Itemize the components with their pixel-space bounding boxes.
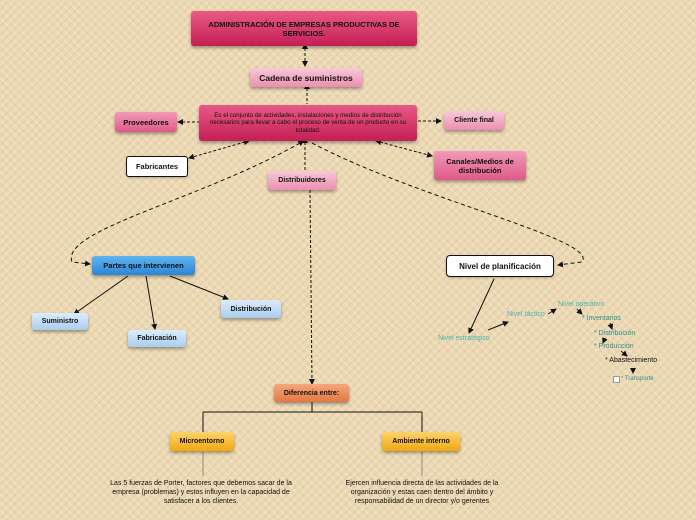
definicion-node[interactable]: Es el conjunto de actividades, instalaci…: [199, 105, 417, 141]
nivel-node[interactable]: Nivel de planificación: [446, 255, 554, 277]
fabricantes-node[interactable]: Fabricantes: [126, 156, 188, 177]
link-inventarios-distribucion: [607, 322, 614, 330]
link-distribucion-produccion: [602, 337, 608, 344]
micro-node[interactable]: Microentorno: [170, 432, 234, 451]
cadena-text: Cadena de suministros: [259, 72, 353, 83]
canales-node[interactable]: Canales/Medios de distribución: [434, 151, 526, 180]
diferencia-text: Diferencia entre:: [283, 389, 340, 397]
distribuidores-node[interactable]: Distribuidores: [268, 171, 336, 190]
link-partes-suministro: [73, 275, 129, 315]
link-partes-fabricacion: [145, 275, 158, 330]
interno-node[interactable]: Ambiente interno: [382, 432, 460, 451]
link-nivel-estrategico: [468, 278, 495, 334]
link-def-canales: [375, 139, 433, 158]
cadena-node[interactable]: Cadena de suministros: [250, 68, 362, 87]
nivel-text: Nivel de planificación: [459, 261, 541, 271]
nivel-item-distribucion[interactable]: * Distribución: [594, 330, 636, 337]
suministro-text: Suministro: [41, 318, 79, 325]
micro-text: Microentorno: [179, 438, 225, 445]
cliente-final-text: Cliente final: [454, 117, 494, 124]
fabricacion-node[interactable]: Fabricación: [128, 330, 186, 347]
transporte-checkbox[interactable]: [613, 376, 620, 383]
nivel-operativo[interactable]: Nivel operativo: [558, 301, 605, 308]
diferencia-node[interactable]: Diferencia entre:: [274, 384, 349, 402]
nivel-tactico[interactable]: Nivel táctico: [507, 311, 545, 318]
canales-text: Canales/Medios de distribución: [446, 156, 514, 175]
nivel-item-transporte[interactable]: * Transporte: [621, 376, 654, 382]
link-tactico-operativo: [547, 308, 557, 315]
nivel-estrategico[interactable]: Nivel estratégico: [438, 335, 490, 342]
interno-description: Ejercen influencia directa de las activi…: [345, 480, 499, 505]
link-estrategico-tactico: [487, 321, 509, 331]
partes-text: Partes que intervienen: [103, 261, 184, 270]
link-def-diferencia: [308, 189, 315, 385]
proveedores-node[interactable]: Proveedores: [115, 112, 177, 132]
partes-node[interactable]: Partes que intervienen: [92, 256, 195, 275]
title-text: ADMINISTRACIÓN DE EMPRESAS PRODUCTIVAS D…: [208, 19, 400, 38]
interno-text: Ambiente interno: [392, 438, 450, 445]
distribucion-node[interactable]: Distribución: [221, 300, 281, 318]
nivel-item-inventarios[interactable]: * Inventarios: [582, 315, 621, 322]
link-def-partes: [70, 140, 305, 267]
nivel-item-abastecimiento[interactable]: * Abastecimiento: [605, 357, 658, 364]
nivel-item-produccion[interactable]: * Producción: [594, 343, 634, 350]
link-produccion-abastecimiento: [620, 350, 628, 357]
distribucion-text: Distribución: [230, 305, 272, 313]
distribuidores-text: Distribuidores: [278, 177, 326, 184]
link-def-nivel: [311, 142, 584, 268]
proveedores-text: Proveedores: [123, 117, 169, 127]
fabricacion-text: Fabricación: [137, 335, 177, 342]
title-node[interactable]: ADMINISTRACIÓN DE EMPRESAS PRODUCTIVAS D…: [191, 11, 417, 46]
link-operativo-inventarios: [576, 308, 583, 315]
fabricantes-text: Fabricantes: [135, 162, 179, 171]
suministro-node[interactable]: Suministro: [32, 313, 88, 330]
cliente-final-node[interactable]: Cliente final: [444, 111, 504, 130]
micro-description: Las 5 fuerzas de Porter, factores que de…: [110, 480, 292, 505]
definicion-text: Es el conjunto de actividades, instalaci…: [209, 111, 407, 134]
link-partes-distribucion: [169, 275, 229, 300]
link-def-fabricantes: [188, 139, 250, 160]
